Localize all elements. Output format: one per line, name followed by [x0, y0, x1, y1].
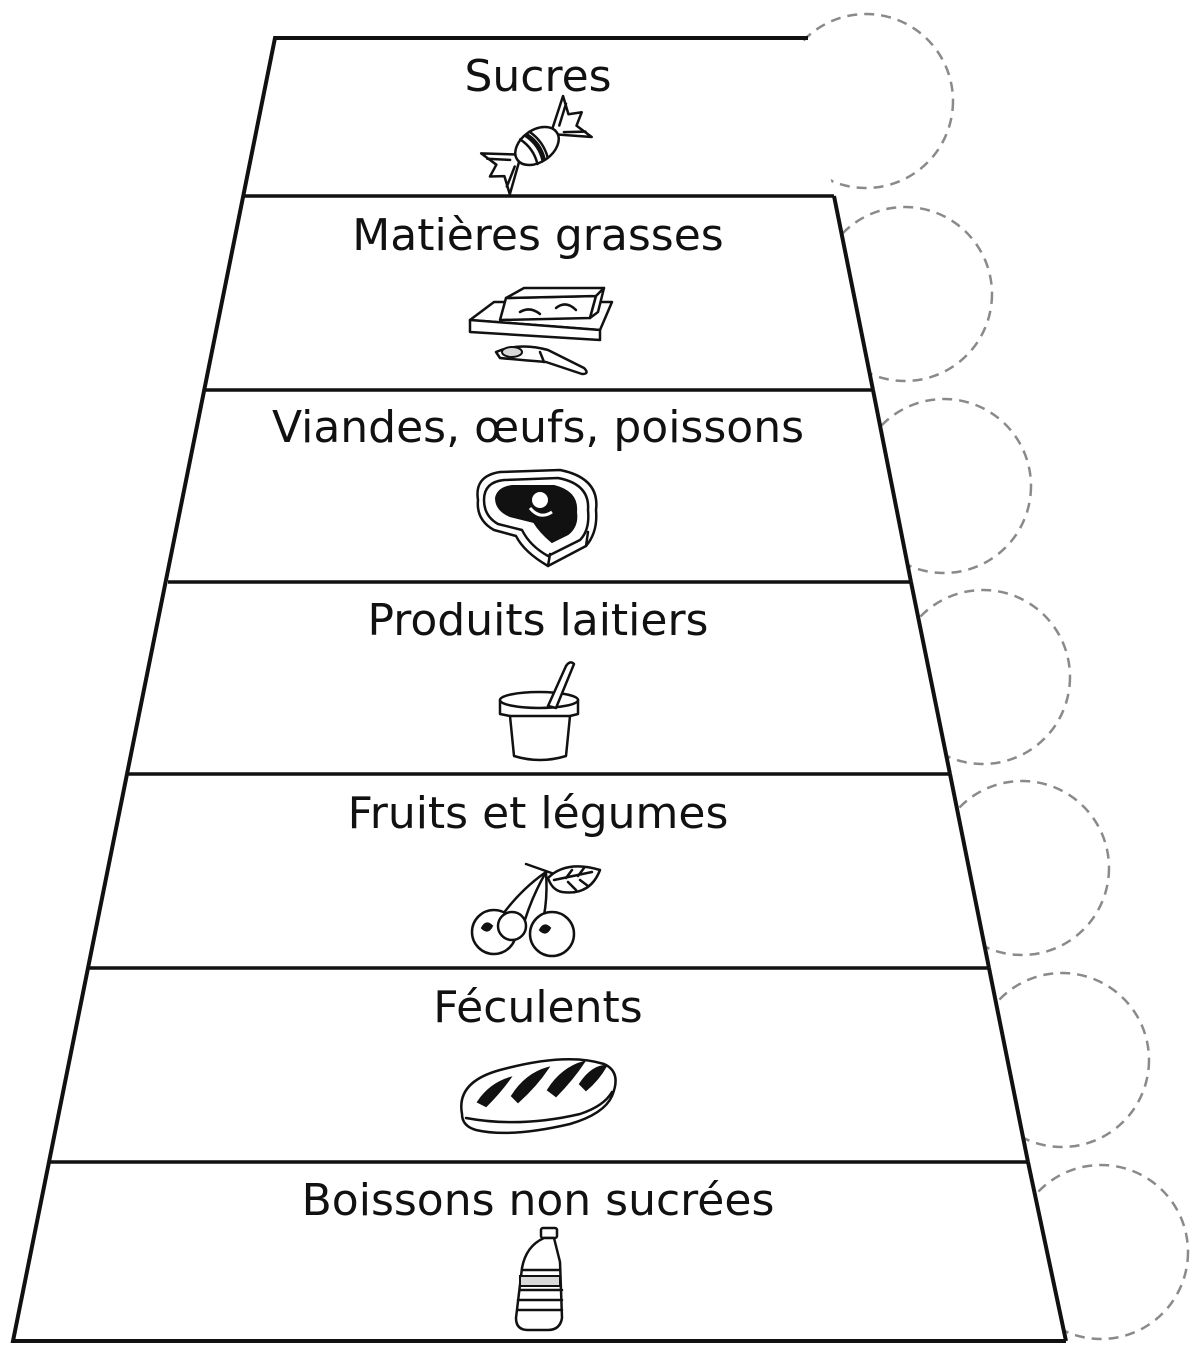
- pyramid-right-edge-1: [832, 195, 875, 391]
- tier-label-matieres-grasses: Matières grasses: [352, 210, 723, 261]
- pyramid-right-edge-2: [871, 389, 913, 583]
- pyramid-right-edge-4: [948, 773, 991, 969]
- cherries-icon: [470, 862, 602, 958]
- tier-label-fruits-legumes: Fruits et légumes: [348, 788, 729, 839]
- pyramid-outline-top-left: [10, 36, 1066, 1343]
- pyramid-right-edge-5: [987, 967, 1030, 1163]
- band-sucres: [244, 38, 834, 196]
- tier-label-feculents: Féculents: [433, 982, 642, 1033]
- pyramid-right-edge-6: [1026, 1161, 1068, 1342]
- yogurt-icon: [498, 661, 580, 762]
- water-bottle-icon: [514, 1226, 564, 1332]
- tier-label-viandes: Viandes, œufs, poissons: [272, 402, 804, 453]
- steak-icon: [476, 468, 598, 568]
- candy-icon: [479, 94, 593, 196]
- butter-icon: [468, 286, 614, 376]
- band-fruits-legumes: [88, 774, 989, 968]
- pyramid-right-edge-3: [909, 581, 952, 775]
- tier-label-sucres: Sucres: [464, 51, 611, 102]
- band-produits-laitiers: [128, 582, 950, 774]
- bread-icon: [460, 1057, 617, 1135]
- tier-label-produits-laitiers: Produits laitiers: [368, 595, 709, 646]
- tier-label-boissons: Boissons non sucrées: [302, 1175, 775, 1226]
